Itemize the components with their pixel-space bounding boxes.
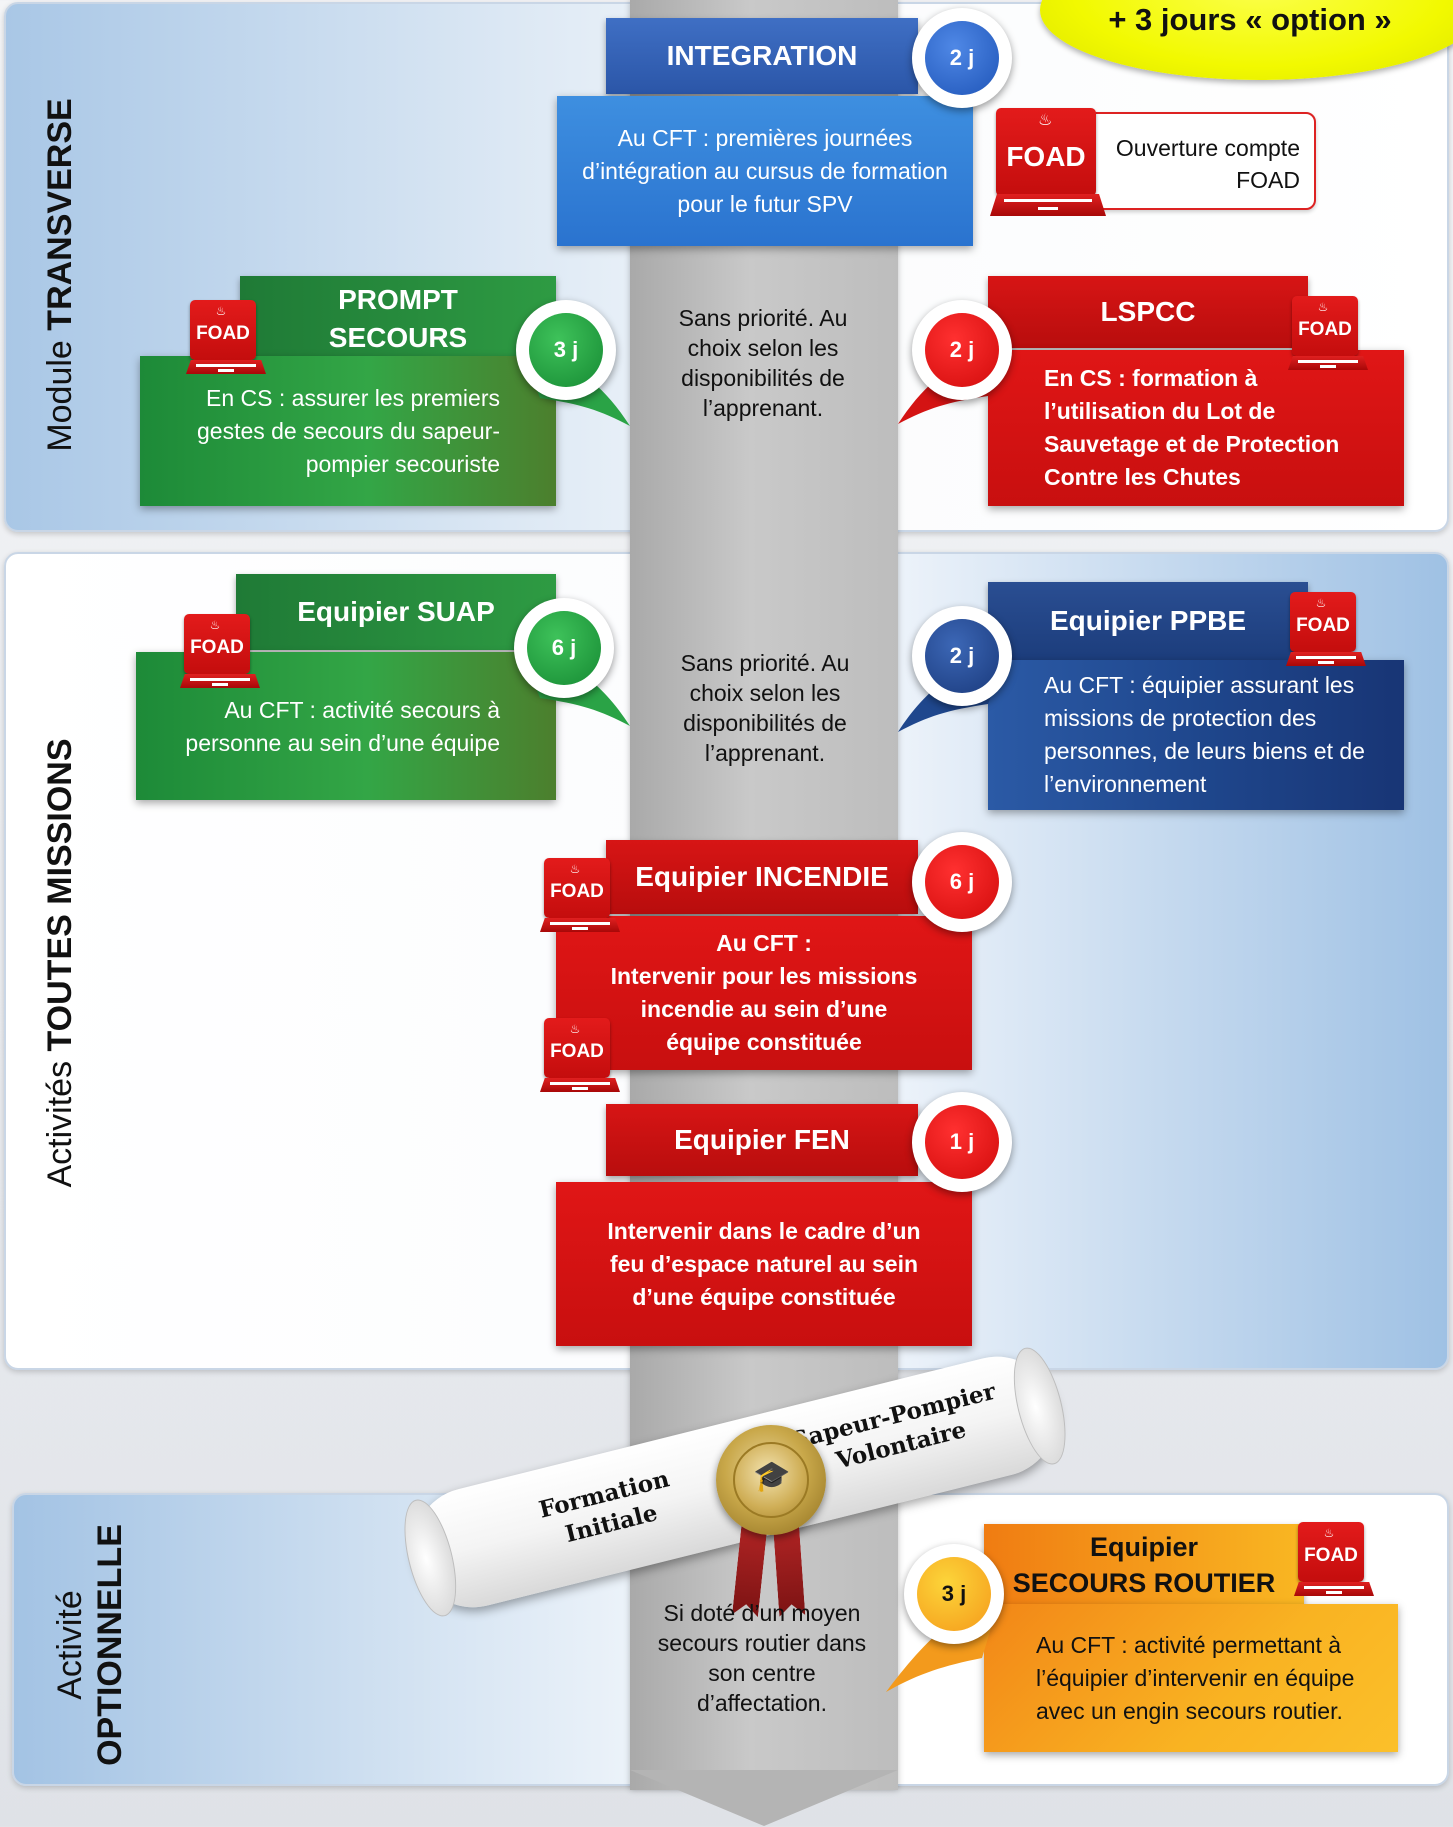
foad-icon-incendie-top: ♨ FOAD <box>540 858 620 940</box>
lspcc-title: LSPCC <box>988 276 1308 348</box>
lspcc-body: En CS : formation à l’utilisation du Lot… <box>988 350 1404 506</box>
prompt-secours-title: PROMPT SECOURS <box>240 276 556 362</box>
section-label-optional-line2: OPTIONNELLE <box>91 1524 129 1766</box>
secours-routier-days: 3 j <box>917 1557 991 1631</box>
foad-label-suap: FOAD <box>190 637 244 658</box>
integration-days: 2 j <box>925 21 999 95</box>
section-label-optional: Activité OPTIONNELLE <box>50 1510 140 1780</box>
incendie-title: Equipier INCENDIE <box>606 840 918 914</box>
secours-routier-title-line1: Equipier <box>1089 1532 1198 1562</box>
integration-body-text: Au CFT : premières journées d’intégratio… <box>582 124 948 217</box>
integration-days-badge: 2 j <box>912 8 1012 108</box>
foad-icon-ppbe: ♨ FOAD <box>1286 592 1366 674</box>
prompt-secours-body-text: En CS : assurer les premiers gestes de s… <box>196 384 500 477</box>
suap-days: 6 j <box>527 611 601 685</box>
prompt-secours-title-line2: SECOURS <box>328 322 468 353</box>
ppbe-title-text: Equipier PPBE <box>1049 605 1247 636</box>
foad-label-lspcc: FOAD <box>1298 319 1352 340</box>
fen-title-text: Equipier FEN <box>674 1124 850 1155</box>
incendie-body: Au CFT : Intervenir pour les missions in… <box>556 916 972 1070</box>
suap-title: Equipier SUAP <box>236 574 556 650</box>
timeline-arrow-icon <box>630 1770 898 1826</box>
foad-label-ppbe: FOAD <box>1296 615 1350 636</box>
option-badge-text: + 3 jours « option » <box>1108 2 1392 37</box>
lspcc-title-text: LSPCC <box>1100 296 1196 327</box>
incendie-body-line1: Au CFT : <box>716 930 812 956</box>
suap-title-text: Equipier SUAP <box>297 596 495 627</box>
foad-laptop-icon: ♨ FOAD <box>990 108 1106 226</box>
ouverture-text: Ouverture compte FOAD <box>1115 135 1300 193</box>
prompt-secours-days: 3 j <box>529 313 603 387</box>
lspcc-body-text: En CS : formation à l’utilisation du Lot… <box>1044 365 1340 490</box>
section-label-transverse-prefix: Module <box>41 330 79 452</box>
foad-label: FOAD <box>1006 141 1086 172</box>
foad-label-incendie-bottom: FOAD <box>550 1041 604 1062</box>
incendie-days: 6 j <box>925 845 999 919</box>
section-label-transverse-bold: TRANSVERSE <box>41 98 79 331</box>
foad-label-secours-routier: FOAD <box>1304 1545 1358 1566</box>
prompt-secours-body: En CS : assurer les premiers gestes de s… <box>140 356 556 506</box>
fen-days: 1 j <box>925 1105 999 1179</box>
secours-routier-body: Au CFT : activité permettant à l’équipie… <box>984 1604 1398 1752</box>
foad-icon-prompt-secours: ♨ FOAD <box>186 300 266 382</box>
foad-icon-lspcc: ♨ FOAD <box>1288 296 1368 378</box>
fen-body: Intervenir dans le cadre d’un feu d’espa… <box>556 1182 972 1346</box>
secours-routier-days-badge: 3 j <box>904 1544 1004 1644</box>
section-label-optional-line1: Activité <box>51 1590 89 1700</box>
section-label-missions: Activités TOUTES MISSIONS <box>35 713 85 1213</box>
foad-icon-suap: ♨ FOAD <box>180 614 260 696</box>
foad-icon-secours-routier: ♨ FOAD <box>1294 1522 1374 1604</box>
fen-body-text: Intervenir dans le cadre d’un feu d’espa… <box>607 1217 921 1310</box>
integration-body: Au CFT : premières journées d’intégratio… <box>557 96 973 246</box>
foad-icon-incendie-bottom: ♨ FOAD <box>540 1018 620 1100</box>
note-transverse: Sans priorité. Au choix selon les dispon… <box>678 305 848 421</box>
incendie-title-text: Equipier INCENDIE <box>635 861 889 892</box>
lspcc-days: 2 j <box>925 313 999 387</box>
secours-routier-body-text: Au CFT : activité permettant à l’équipie… <box>1036 1631 1355 1724</box>
foad-label-incendie-top: FOAD <box>550 881 604 902</box>
ppbe-title: Equipier PPBE <box>988 582 1308 660</box>
ppbe-days-badge: 2 j <box>912 606 1012 706</box>
note-optional: Si doté d’un moyen secours routier dans … <box>657 1600 867 1716</box>
section-label-missions-prefix: Activités <box>41 1051 79 1188</box>
integration-title: INTEGRATION <box>606 18 918 94</box>
ppbe-days: 2 j <box>925 619 999 693</box>
ouverture-compte-foad: Ouverture compte FOAD <box>1010 112 1316 210</box>
section-label-transverse: Module TRANSVERSE <box>35 85 85 465</box>
incendie-days-badge: 6 j <box>912 832 1012 932</box>
seal-inner <box>733 1442 809 1518</box>
section-label-missions-bold: TOUTES MISSIONS <box>41 738 79 1052</box>
fen-title: Equipier FEN <box>606 1104 918 1176</box>
incendie-body-line2: Intervenir pour les missions incendie au… <box>610 963 918 1055</box>
note-missions: Sans priorité. Au choix selon les dispon… <box>680 650 850 766</box>
ppbe-body: Au CFT : équipier assurant les missions … <box>988 660 1404 810</box>
secours-routier-title: Equipier SECOURS ROUTIER <box>984 1524 1304 1606</box>
secours-routier-title-line2: SECOURS ROUTIER <box>1012 1568 1276 1598</box>
prompt-secours-days-badge: 3 j <box>516 300 616 400</box>
foad-label-prompt: FOAD <box>196 323 250 344</box>
ppbe-body-text: Au CFT : équipier assurant les missions … <box>1044 672 1365 797</box>
prompt-secours-title-line1: PROMPT <box>338 284 458 315</box>
graduation-cap-icon: 🎓 <box>753 1460 791 1493</box>
fen-days-badge: 1 j <box>912 1092 1012 1192</box>
suap-body-text: Au CFT : activité secours à personne au … <box>185 697 500 756</box>
suap-days-badge: 6 j <box>514 598 614 698</box>
lspcc-days-badge: 2 j <box>912 300 1012 400</box>
integration-title-text: INTEGRATION <box>666 40 858 71</box>
